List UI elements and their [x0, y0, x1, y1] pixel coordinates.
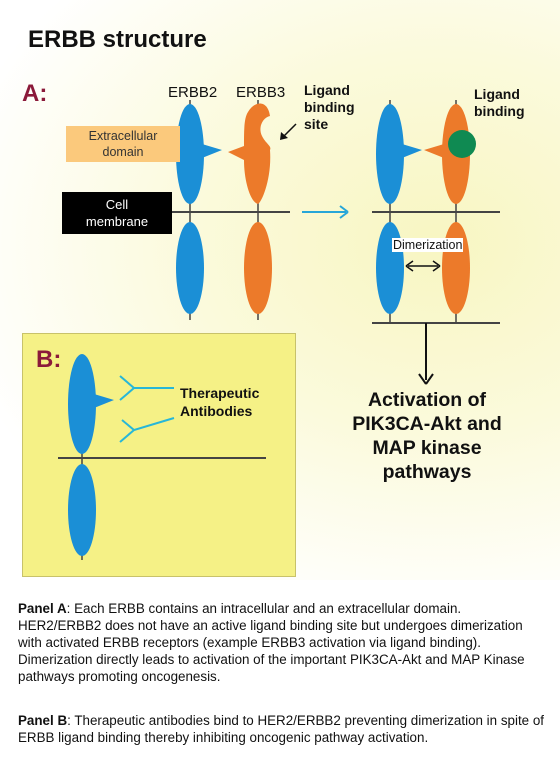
dimerization-label: Dimerization — [392, 238, 464, 252]
antibody-top — [119, 375, 174, 401]
erbb2-arm-right — [402, 144, 422, 158]
cell-membrane-label: Cell membrane — [62, 192, 172, 234]
therapeutic-antibodies-label: Therapeutic Antibodies — [180, 385, 260, 419]
erbb3-extracellular-left — [228, 103, 271, 204]
erbb3-intracellular-right — [442, 222, 470, 314]
ligand-binding-label: Ligand binding — [474, 86, 525, 119]
erbb2-arm-left — [202, 144, 222, 158]
erbb2-label: ERBB2 — [168, 84, 218, 101]
erbb2-extracellular-left — [176, 104, 204, 204]
caption-b-text: : Therapeutic antibodies bind to HER2/ER… — [18, 713, 545, 745]
panel-a-label: A: — [22, 80, 48, 107]
figure-title: ERBB structure — [28, 26, 207, 53]
ligand-binding-site-label: Ligand binding site — [304, 82, 355, 132]
erbb2-intracellular-b — [68, 464, 96, 556]
erbb3-intracellular-left — [244, 222, 272, 314]
erbb2-extracellular-right — [376, 104, 404, 204]
caption-b-heading: Panel B — [18, 713, 68, 728]
panel-b-label: B: — [36, 346, 62, 373]
erbb3-label: ERBB3 — [236, 84, 286, 101]
antibody-bottom — [119, 417, 175, 443]
ligand-sphere — [448, 130, 476, 158]
erbb2-intracellular-left — [176, 222, 204, 314]
panel-b-background — [22, 333, 296, 577]
caption-a-text: : Each ERBB contains an intracellular an… — [18, 601, 525, 684]
erbb2-intracellular-right — [376, 222, 404, 314]
caption-a-heading: Panel A — [18, 601, 67, 616]
caption-panel-a: Panel A: Each ERBB contains an intracell… — [18, 600, 546, 685]
extracellular-domain-label: Extracellular domain — [66, 126, 180, 162]
activation-label: Activation of PIK3CA-Akt and MAP kinase … — [352, 389, 502, 483]
erbb2-extracellular-b — [68, 354, 96, 454]
caption-panel-b: Panel B: Therapeutic antibodies bind to … — [18, 712, 546, 746]
